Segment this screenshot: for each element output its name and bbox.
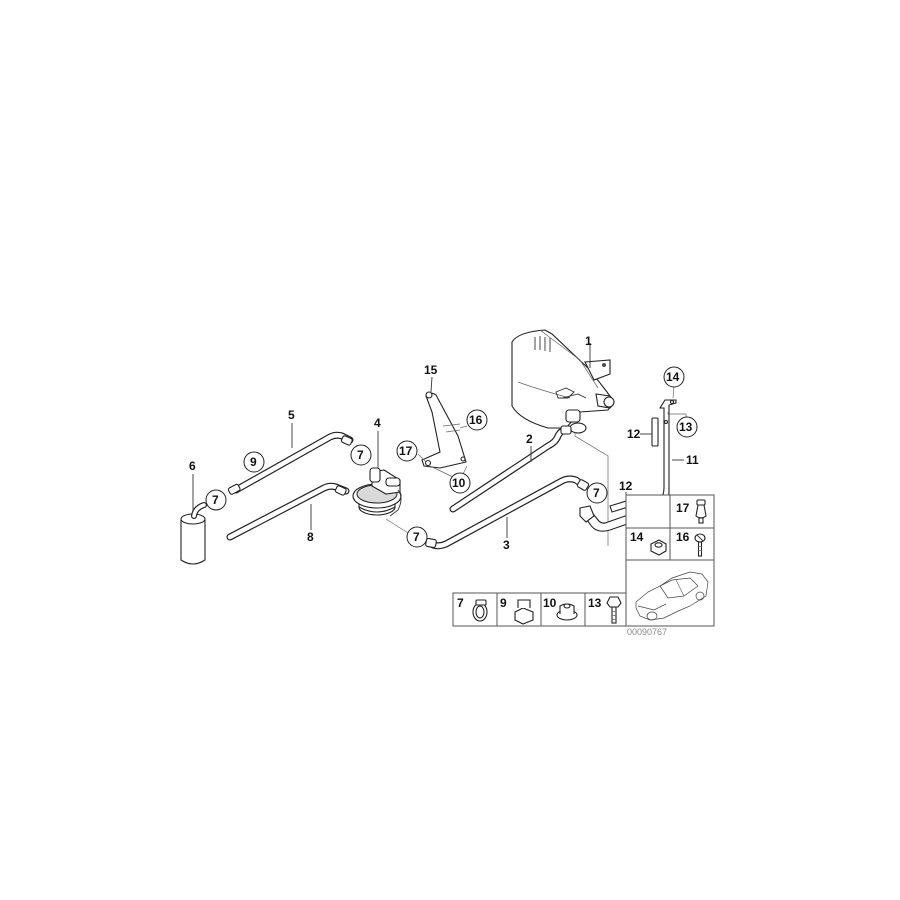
legend-item-10[interactable]: 10 (543, 596, 578, 621)
callout-14[interactable]: 14 (663, 366, 685, 388)
label-15: 15 (424, 363, 438, 377)
rubber-mount-icon (695, 499, 707, 524)
callout-7-valve-top[interactable]: 7 (350, 444, 372, 466)
label-4: 4 (374, 416, 381, 430)
legend-item-16[interactable]: 16 (676, 530, 706, 557)
svg-text:14: 14 (630, 530, 644, 544)
legend-item-13[interactable]: 13 (588, 596, 622, 624)
legend-item-14[interactable]: 14 (630, 530, 667, 556)
callout-10[interactable]: 10 (449, 472, 471, 494)
hex-nut-icon (650, 539, 667, 556)
svg-text:17: 17 (399, 444, 413, 458)
label-12b: 12 (619, 479, 633, 493)
label-3: 3 (503, 538, 510, 552)
svg-text:7: 7 (212, 493, 219, 507)
callout-13[interactable]: 13 (676, 416, 698, 438)
svg-text:7: 7 (413, 530, 420, 544)
part-4-valve[interactable] (352, 467, 402, 517)
legend-right-column: 17 14 16 (625, 494, 715, 627)
legend-bottom-row: 7 9 10 13 (452, 592, 627, 627)
svg-text:17: 17 (676, 501, 690, 515)
svg-text:14: 14 (666, 370, 680, 384)
legend-item-9[interactable]: 9 (500, 596, 534, 625)
part-12-pad-upper[interactable] (651, 417, 659, 447)
callout-9[interactable]: 9 (243, 451, 265, 473)
label-1: 1 (585, 334, 592, 348)
leader-14 (672, 385, 675, 399)
label-12a: 12 (627, 427, 641, 441)
leader-16 (459, 425, 468, 429)
label-5: 5 (288, 408, 295, 422)
callout-7-left[interactable]: 7 (205, 489, 227, 511)
svg-text:7: 7 (593, 486, 600, 500)
flange-nut-icon (556, 603, 578, 621)
legend-item-17[interactable]: 17 (676, 499, 707, 524)
clip-icon (514, 599, 534, 625)
canister-ribs (534, 336, 551, 352)
part-3-hose[interactable] (425, 475, 590, 550)
svg-text:13: 13 (679, 420, 693, 434)
label-11: 11 (686, 453, 699, 467)
screw-icon (694, 533, 706, 557)
svg-text:10: 10 (452, 476, 466, 490)
label-2: 2 (526, 432, 533, 446)
svg-text:7: 7 (357, 448, 364, 462)
part-6-filter-cartridge[interactable] (180, 502, 207, 565)
vehicle-thumbnail[interactable] (635, 571, 709, 621)
leader-15 (430, 376, 433, 393)
hose-clamp-icon (472, 599, 488, 622)
svg-text:16: 16 (676, 530, 690, 544)
label-6: 6 (189, 459, 196, 473)
bolt-icon (606, 596, 622, 624)
svg-text:9: 9 (250, 455, 257, 469)
part-1-charcoal-canister[interactable] (511, 329, 615, 546)
part-8-hose[interactable] (226, 482, 350, 541)
leader-10 (429, 465, 456, 479)
sedan-car-icon (635, 571, 709, 621)
leader-17 (417, 453, 427, 463)
svg-text:16: 16 (469, 413, 483, 427)
svg-text:7: 7 (457, 596, 464, 610)
leader-7c (385, 518, 409, 534)
diagram-code: 00090767 (627, 627, 667, 637)
part-5-hose[interactable] (227, 431, 354, 495)
callout-17[interactable]: 17 (396, 440, 418, 462)
svg-text:13: 13 (588, 596, 602, 610)
part-15-bracket[interactable] (421, 391, 467, 469)
svg-text:9: 9 (500, 596, 507, 610)
label-8: 8 (307, 530, 314, 544)
part-2-hose[interactable] (449, 425, 572, 513)
callout-7-right[interactable]: 7 (586, 482, 608, 504)
callout-7-bottom[interactable]: 7 (406, 526, 428, 548)
callout-16[interactable]: 16 (466, 409, 488, 431)
legend-item-7[interactable]: 7 (457, 596, 488, 622)
svg-text:10: 10 (543, 596, 557, 610)
